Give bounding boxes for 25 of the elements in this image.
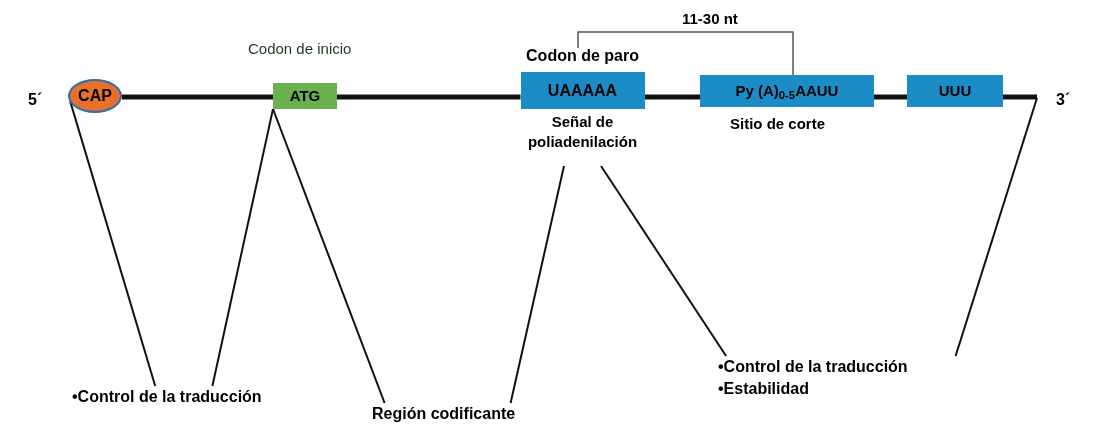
connector-line — [874, 94, 907, 100]
stop-codon-label: Codon de paro — [524, 48, 641, 64]
sequence-box: UAAAAA — [520, 72, 645, 109]
start-codon-label: Codon de inicio — [248, 39, 352, 59]
connector-line — [272, 108, 386, 404]
cap-ellipse: CAP — [68, 79, 122, 113]
annotation-text: •Control de la traducción — [72, 387, 263, 407]
annotation-text: •Control de la traducción — [718, 357, 909, 377]
sequence-box: ATG — [273, 83, 337, 109]
five-prime-label: 5´ — [28, 90, 43, 110]
sequence-box: Py (A)$_{0-5}$AAUU — [700, 75, 874, 107]
sequence-box: UUU — [907, 75, 1003, 107]
annotation-text: •Estabilidad — [718, 379, 810, 399]
connector-line — [211, 108, 274, 387]
cleavage-site-label: Sitio de corte — [730, 114, 826, 134]
three-prime-label: 3´ — [1056, 90, 1071, 110]
connector-line — [1003, 94, 1037, 100]
connector-line — [122, 94, 273, 100]
connector-line — [644, 94, 700, 100]
connector-line — [337, 94, 521, 100]
annotation-text: Región codificante — [372, 404, 517, 424]
connector-line — [509, 165, 565, 404]
connector-line — [600, 165, 728, 357]
signal-label: Señal de poliadenilación — [526, 112, 639, 152]
connector-line — [954, 97, 1038, 357]
